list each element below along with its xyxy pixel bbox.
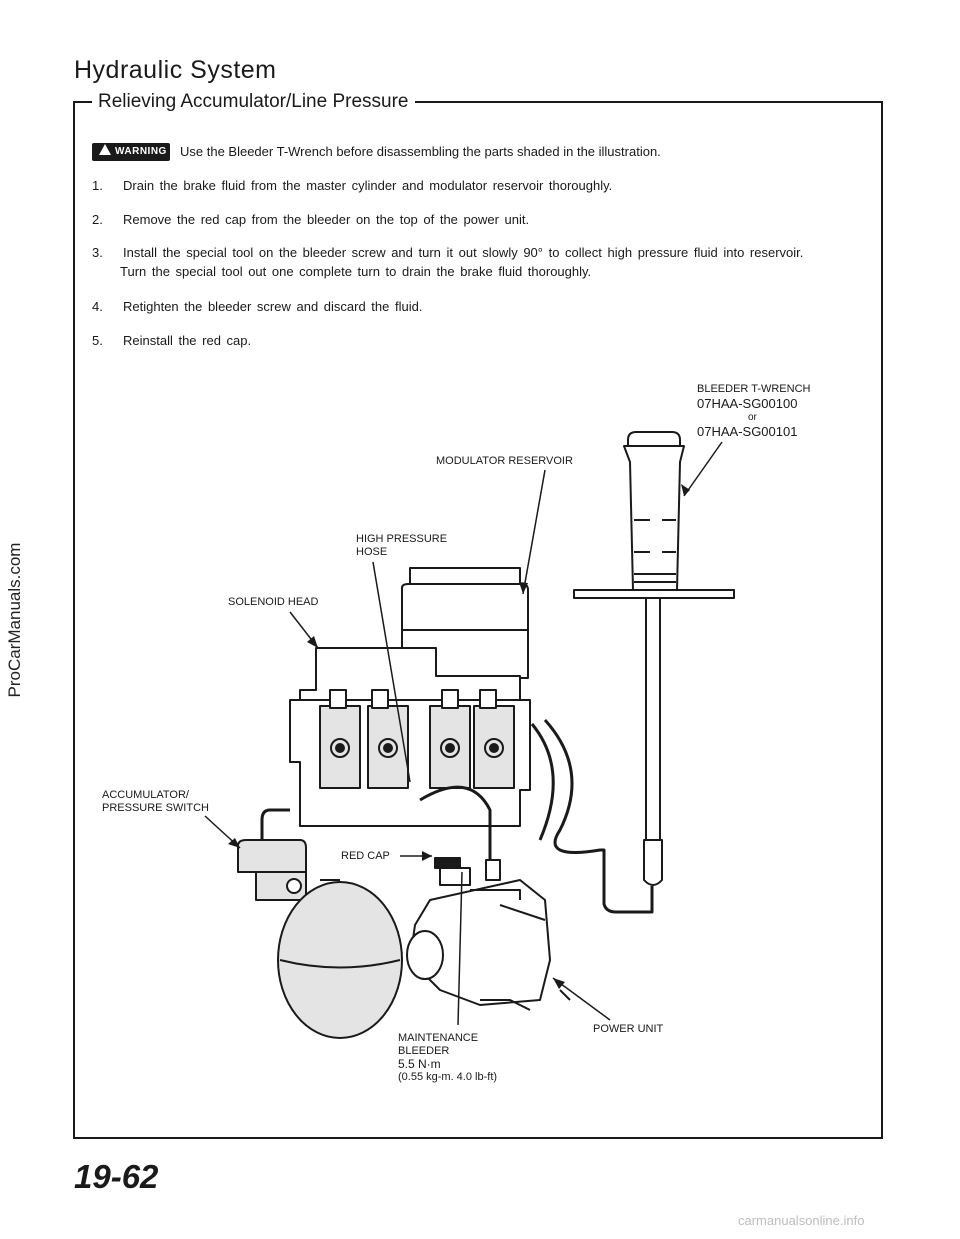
label-tool-code-1: 07HAA-SG00100 (697, 396, 798, 411)
side-watermark: ProCarManuals.com (5, 542, 24, 698)
label-red-cap: RED CAP (341, 850, 390, 862)
label-modulator-reservoir: MODULATOR RESERVOIR (436, 455, 573, 467)
section-title: Relieving Accumulator/Line Pressure (92, 91, 415, 113)
leader-arrowheads (228, 484, 690, 989)
label-maintenance-bleeder-line1: MAINTENANCE (398, 1032, 479, 1044)
footer-watermark: carmanualsonline.info (738, 1213, 865, 1228)
label-maintenance-bleeder-line2: BLEEDER (398, 1045, 450, 1057)
warning-triangle-icon (99, 144, 111, 155)
label-tool-or: or (748, 412, 757, 423)
label-high-pressure-hose-line2: HOSE (356, 546, 388, 558)
step-3-continuation: Turn the special tool out one complete t… (120, 264, 592, 279)
label-torque: 5.5 N·m (398, 1057, 441, 1071)
bleeder-t-wrench-drawing (573, 431, 735, 886)
hoses-drawing (260, 718, 654, 914)
warning-label: WARNING (115, 146, 167, 157)
power-unit-body-drawing (406, 857, 571, 1011)
label-torque-alt: (0.55 kg-m. 4.0 lb-ft) (398, 1071, 498, 1083)
leader-lines (204, 441, 723, 1026)
solenoid-block-drawing (289, 647, 531, 827)
step-text: Install the special tool on the bleeder … (123, 245, 804, 260)
step-text: Drain the brake fluid from the master cy… (123, 178, 613, 193)
step-number: 2. (92, 212, 103, 227)
step-text: Retighten the bleeder screw and discard … (123, 299, 423, 314)
step-text: Reinstall the red cap. (123, 333, 252, 348)
accumulator-drawing (237, 839, 403, 1039)
warning-text: Use the Bleeder T-Wrench before disassem… (180, 144, 661, 159)
step-number: 4. (92, 299, 103, 314)
label-high-pressure-hose-line1: HIGH PRESSURE (356, 533, 448, 545)
step-number: 5. (92, 333, 103, 348)
label-solenoid-head: SOLENOID HEAD (228, 596, 319, 608)
content-frame (73, 101, 883, 1139)
page-title: Hydraulic System (74, 56, 277, 84)
page-number: 19-62 (74, 1158, 159, 1195)
step-text: Remove the red cap from the bleeder on t… (123, 212, 530, 227)
label-accumulator-line2: PRESSURE SWITCH (102, 802, 209, 814)
label-accumulator-line1: ACCUMULATOR/ (102, 789, 189, 801)
step-number: 3. (92, 245, 103, 260)
step-number: 1. (92, 178, 103, 193)
label-bleeder-t-wrench: BLEEDER T-WRENCH (697, 383, 811, 395)
warning-badge: WARNING (92, 143, 170, 161)
label-tool-code-2: 07HAA-SG00101 (697, 424, 798, 439)
label-power-unit: POWER UNIT (593, 1023, 664, 1035)
